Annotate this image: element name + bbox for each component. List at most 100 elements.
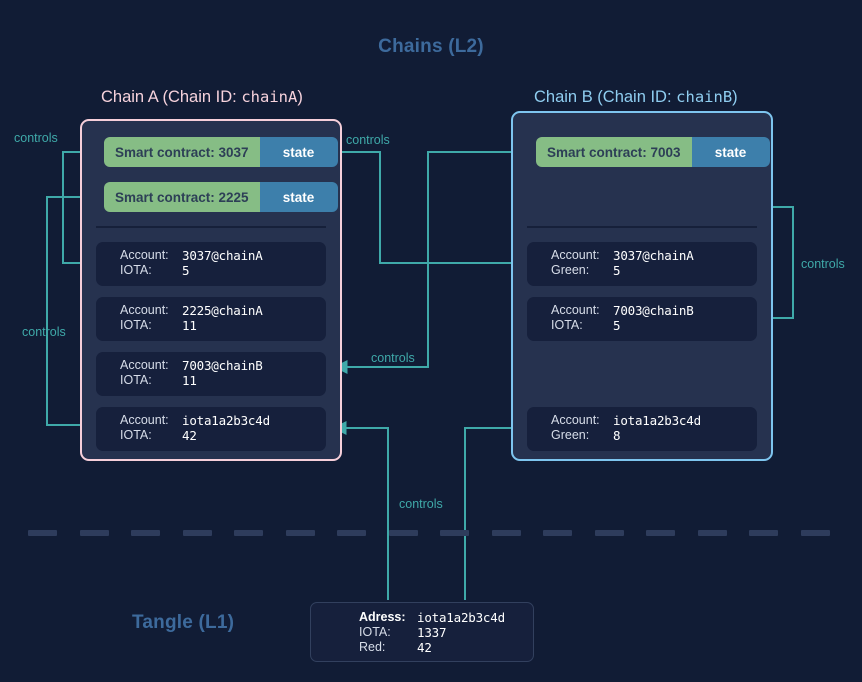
account-key: Account: (551, 413, 600, 427)
account-key: Account: (120, 358, 169, 372)
account-value: 7003@chainB (613, 303, 694, 318)
account-line: Account: 7003@chainB (551, 303, 757, 318)
balance-key: IOTA: (120, 263, 152, 277)
balance-line: Green: 8 (551, 428, 757, 443)
tangle-dash (594, 530, 624, 536)
tangle-dash (543, 530, 572, 536)
account-key: Account: (120, 303, 169, 317)
smart-contract-7003-chain-b[interactable]: Smart contract: 7003 state (536, 137, 770, 167)
chain-a-divider (96, 226, 326, 228)
balance-value: 5 (182, 263, 190, 278)
account-key: Account: (551, 303, 600, 317)
balance-line: IOTA: 42 (120, 428, 326, 443)
iota-balance-line: IOTA: 1337 (359, 625, 533, 640)
account-line: Account: iota1a2b3c4d (120, 413, 326, 428)
chain-b-title-prefix: Chain B (Chain ID: (534, 88, 677, 106)
iota-key: IOTA: (359, 625, 391, 639)
account-line: Account: 7003@chainB (120, 358, 326, 373)
balance-value: 8 (613, 428, 621, 443)
smart-contract-2225-chain-a[interactable]: Smart contract: 2225 state (104, 182, 338, 212)
smart-contract-label: Smart contract: 7003 (536, 137, 692, 167)
tangle-dash (749, 530, 778, 536)
balance-line: IOTA: 5 (551, 318, 757, 333)
controls-middle-bottom: controls (371, 351, 415, 365)
controls-left-top: controls (14, 131, 58, 145)
chain-b-chain-id: chainB (676, 88, 733, 106)
chain-a-title-suffix: ) (297, 88, 303, 106)
chain-b-panel (511, 111, 773, 461)
chain-b-divider (527, 226, 757, 228)
address-line: Adress: iota1a2b3c4d (359, 610, 533, 625)
red-value: 42 (417, 640, 432, 655)
wire-mid-sc7003-to-chainA (333, 151, 536, 374)
balance-key: Green: (551, 263, 590, 277)
controls-bottom: controls (399, 497, 443, 511)
account-value: 2225@chainA (182, 303, 263, 318)
controls-middle-top: controls (346, 133, 390, 147)
tangle-dash (491, 530, 521, 536)
balance-value: 42 (182, 428, 197, 443)
account-line: Account: 3037@chainA (551, 248, 757, 263)
tangle-dashed-rail (28, 530, 836, 536)
account-value: 3037@chainA (182, 248, 263, 263)
tangle-dash (131, 530, 160, 536)
balance-key: IOTA: (120, 428, 152, 442)
smart-contract-state-button[interactable]: state (259, 182, 338, 212)
tangle-dash (285, 530, 315, 536)
balance-value: 11 (182, 318, 197, 333)
account-card[interactable]: Account: 3037@chainA IOTA: 5 (96, 242, 326, 286)
controls-left-bottom: controls (22, 325, 66, 339)
chain-a-chain-id: chainA (241, 88, 298, 106)
chain-b-title: Chain B (Chain ID: chainB) (534, 88, 738, 107)
account-line: Account: 3037@chainA (120, 248, 326, 263)
balance-value: 5 (613, 263, 621, 278)
tangle-dash (79, 530, 109, 536)
account-card[interactable]: Account: iota1a2b3c4d IOTA: 42 (96, 407, 326, 451)
address-value: iota1a2b3c4d (417, 610, 505, 625)
tangle-dash (388, 530, 418, 536)
page-title-l1: Tangle (L1) (132, 612, 235, 633)
balance-line: IOTA: 5 (120, 263, 326, 278)
balance-line: IOTA: 11 (120, 318, 326, 333)
tangle-dash (234, 530, 263, 536)
balance-key: IOTA: (120, 373, 152, 387)
smart-contract-label: Smart contract: 2225 (104, 182, 260, 212)
red-balance-line: Red: 42 (359, 640, 533, 655)
balance-line: Green: 5 (551, 263, 757, 278)
account-card[interactable]: Account: 3037@chainA Green: 5 (527, 242, 757, 286)
account-value: 7003@chainB (182, 358, 263, 373)
account-card[interactable]: Account: 2225@chainA IOTA: 11 (96, 297, 326, 341)
account-card[interactable]: Account: 7003@chainB IOTA: 5 (527, 297, 757, 341)
wire-tangle-to-chainA (332, 421, 389, 600)
balance-line: IOTA: 11 (120, 373, 326, 388)
page-title-l2: Chains (L2) (378, 36, 484, 57)
account-value: iota1a2b3c4d (613, 413, 701, 428)
tangle-ledger-card[interactable]: Adress: iota1a2b3c4d IOTA: 1337 Red: 42 (310, 602, 534, 662)
tangle-dash (440, 530, 469, 536)
smart-contract-label: Smart contract: 3037 (104, 137, 260, 167)
account-key: Account: (551, 248, 600, 262)
account-card[interactable]: Account: 7003@chainB IOTA: 11 (96, 352, 326, 396)
balance-key: Green: (551, 428, 590, 442)
smart-contract-3037-chain-a[interactable]: Smart contract: 3037 state (104, 137, 338, 167)
smart-contract-state-button[interactable]: state (691, 137, 770, 167)
account-card[interactable]: Account: iota1a2b3c4d Green: 8 (527, 407, 757, 451)
iota-value: 1337 (417, 625, 447, 640)
controls-right: controls (801, 257, 845, 271)
balance-key: IOTA: (120, 318, 152, 332)
chain-a-title: Chain A (Chain ID: chainA) (101, 88, 303, 107)
tangle-dash (337, 530, 366, 536)
account-value: 3037@chainA (613, 248, 694, 263)
smart-contract-state-button[interactable]: state (259, 137, 338, 167)
account-key: Account: (120, 248, 169, 262)
address-key: Adress: (359, 610, 406, 624)
wire-mid-sc3037-to-chainB (311, 151, 527, 270)
tangle-dash (800, 530, 830, 536)
account-value: iota1a2b3c4d (182, 413, 270, 428)
account-line: Account: iota1a2b3c4d (551, 413, 757, 428)
tangle-dash (182, 530, 212, 536)
account-line: Account: 2225@chainA (120, 303, 326, 318)
balance-key: IOTA: (551, 318, 583, 332)
balance-value: 11 (182, 373, 197, 388)
